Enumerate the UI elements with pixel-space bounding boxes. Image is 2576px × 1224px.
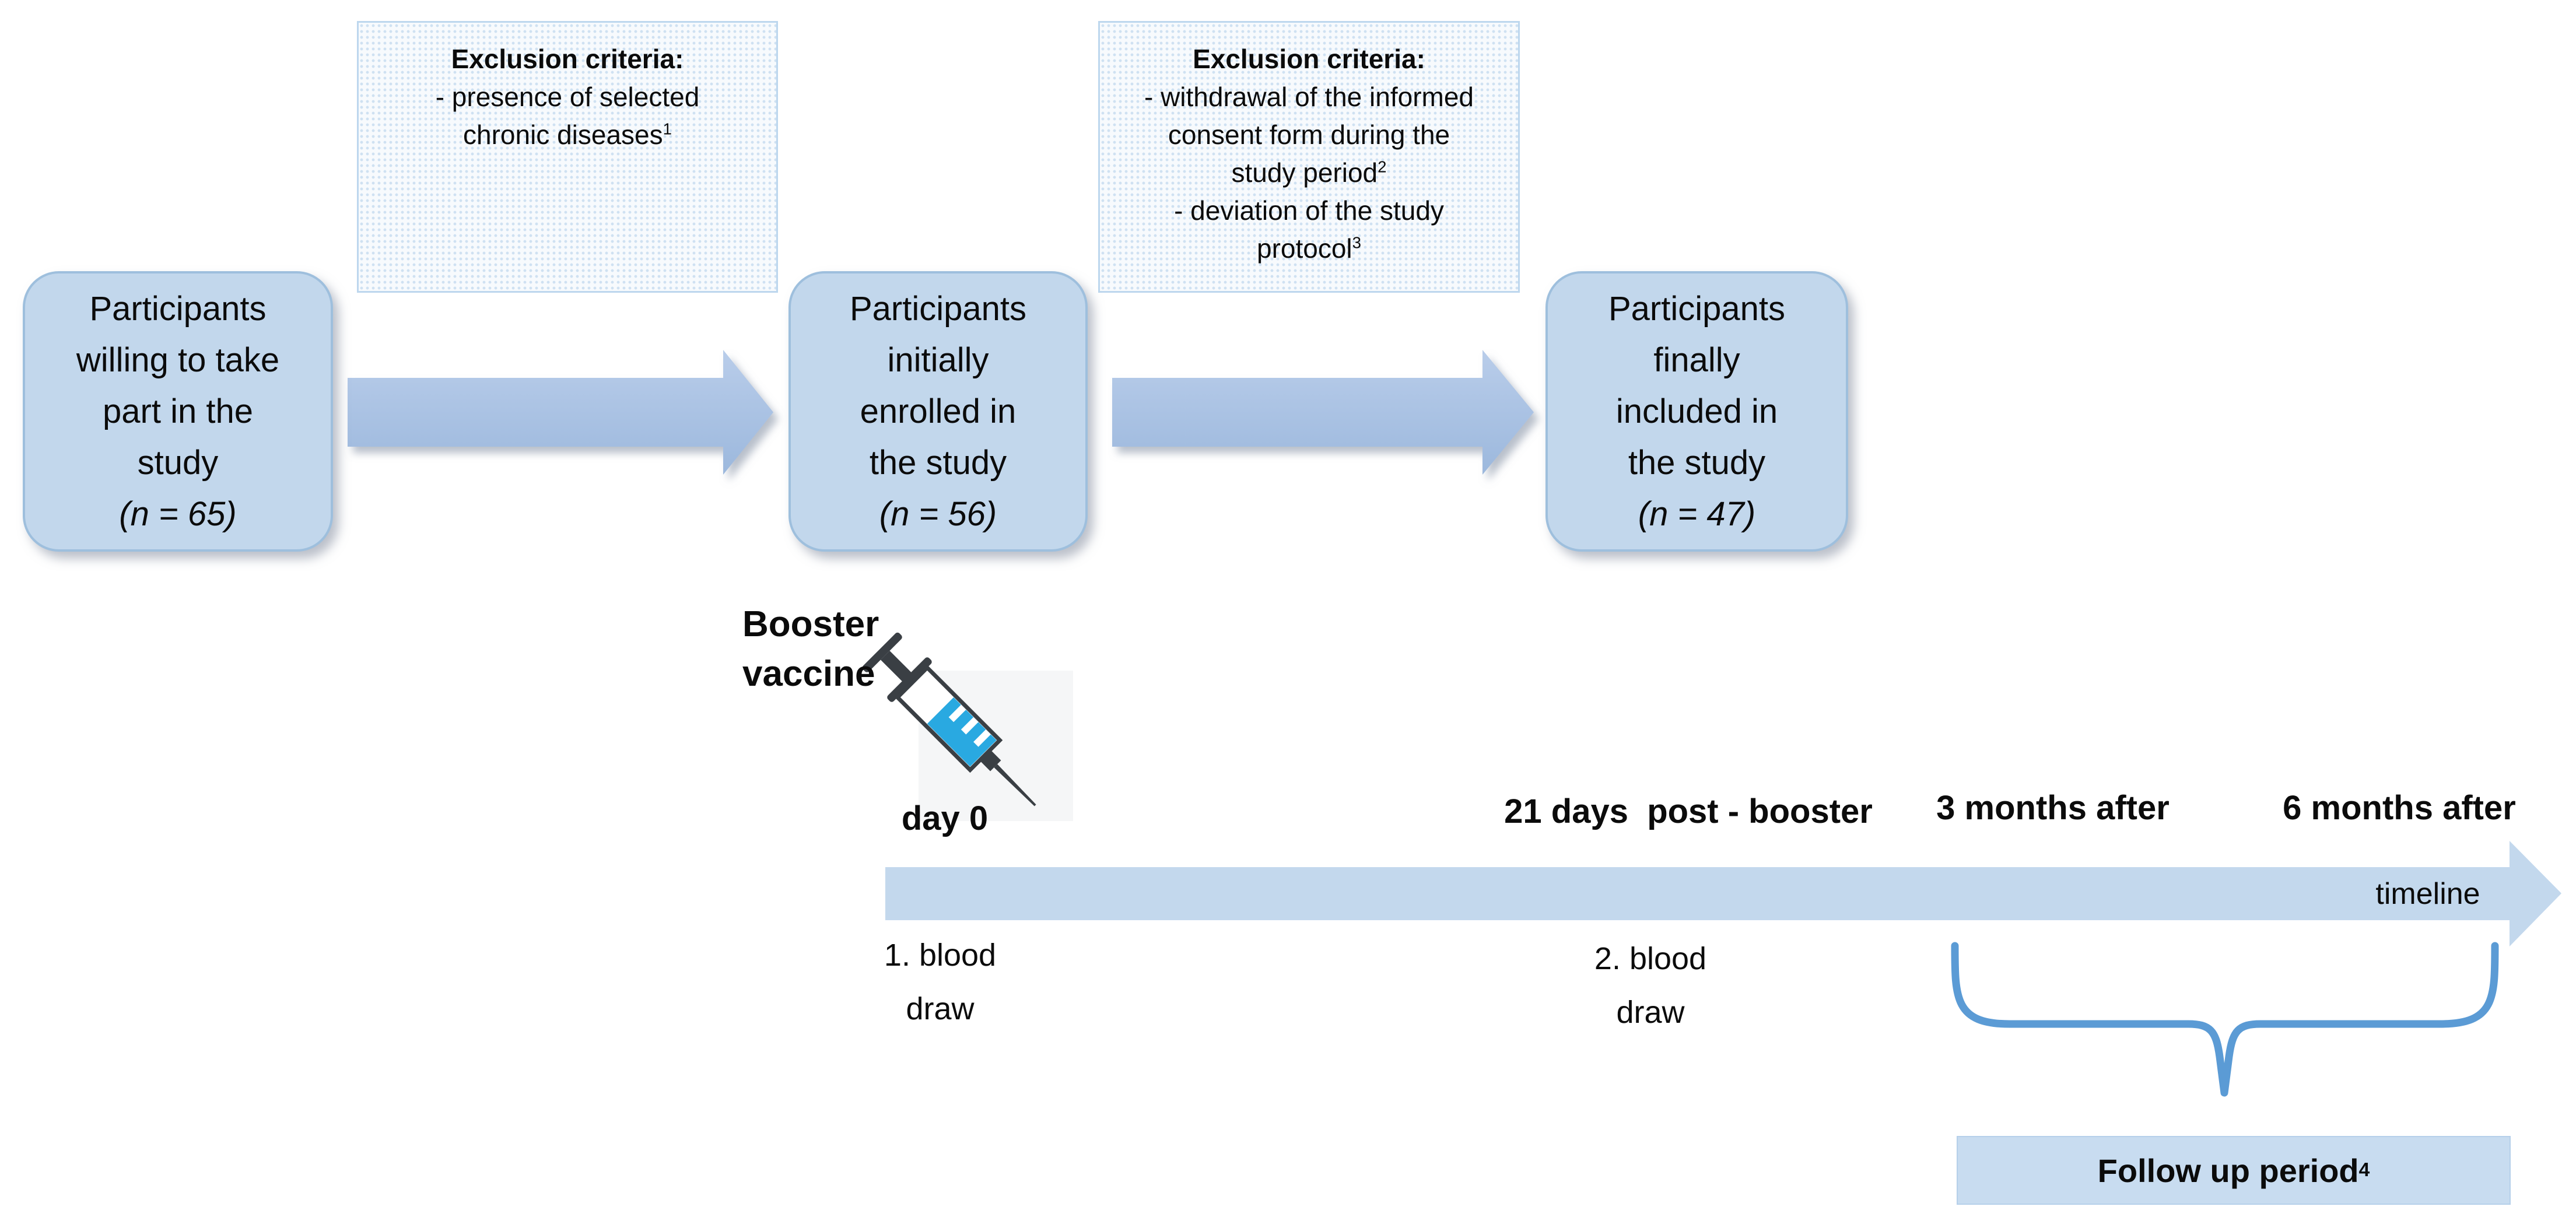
exclusion-criteria-box-1: Exclusion criteria: - presence of select… bbox=[357, 21, 778, 293]
exclusion-item: study period2 bbox=[1231, 157, 1387, 188]
flow-arrow-icon-2 bbox=[1112, 350, 1534, 475]
exclusion-item: - deviation of the study bbox=[1174, 195, 1444, 226]
booster-vaccine-label: Booster vaccine bbox=[742, 604, 879, 694]
milestone-6-months: 6 months after bbox=[2283, 789, 2516, 827]
exclusion-criteria-box-2: Exclusion criteria: - withdrawal of the … bbox=[1098, 21, 1520, 293]
event-blood-draw-1: 1. blood draw bbox=[884, 938, 997, 1026]
flow-box-text: finally bbox=[1653, 341, 1740, 379]
flow-box-text: Participants bbox=[849, 289, 1027, 328]
footnote-marker: 3 bbox=[1352, 233, 1361, 252]
flow-box-text: the study bbox=[869, 443, 1007, 482]
milestone-3-months: 3 months after bbox=[1936, 789, 2170, 827]
flow-box-text: study bbox=[137, 443, 219, 482]
flow-arrow-icon-1 bbox=[348, 350, 773, 475]
flow-box-text: included in bbox=[1615, 392, 1778, 430]
flow-box-text: Participants bbox=[89, 289, 267, 328]
flow-box-text: part in the bbox=[103, 392, 253, 430]
flow-box-n-count: (n = 65) bbox=[119, 494, 237, 533]
flow-box-text: enrolled in bbox=[860, 392, 1017, 430]
followup-period-label: Follow up period bbox=[2097, 1152, 2359, 1189]
milestone-day0: day 0 bbox=[901, 799, 989, 837]
exclusion-item: - withdrawal of the informed bbox=[1144, 82, 1474, 112]
flow-box-text: the study bbox=[1628, 443, 1766, 482]
exclusion-item: consent form during the bbox=[1168, 120, 1450, 150]
event-blood-draw-2: 2. blood draw bbox=[1594, 941, 1707, 1030]
flow-box-text: Participants bbox=[1608, 289, 1786, 328]
exclusion-item: - presence of selected bbox=[435, 82, 700, 112]
footnote-marker: 1 bbox=[663, 120, 672, 138]
flow-box-text: willing to take bbox=[76, 341, 280, 379]
timeline-axis-label: timeline bbox=[2375, 877, 2480, 911]
syringe-icon bbox=[862, 632, 1036, 806]
flow-box-willing: Participants willing to take part in the… bbox=[23, 271, 333, 552]
exclusion-item: protocol3 bbox=[1256, 233, 1361, 264]
timeline-arrow-icon bbox=[885, 841, 2561, 946]
flow-box-included: Participants finally included in the stu… bbox=[1545, 271, 1848, 552]
flow-box-n-count: (n = 56) bbox=[879, 494, 997, 533]
exclusion-heading: Exclusion criteria: bbox=[451, 44, 684, 74]
flow-box-enrolled: Participants initially enrolled in the s… bbox=[788, 271, 1088, 552]
exclusion-heading: Exclusion criteria: bbox=[1193, 44, 1425, 74]
flow-box-n-count: (n = 47) bbox=[1638, 494, 1756, 533]
footnote-marker: 2 bbox=[1378, 157, 1387, 176]
exclusion-item: chronic diseases1 bbox=[463, 120, 672, 150]
flow-box-text: initially bbox=[887, 341, 989, 379]
milestone-21-days: 21 days post - booster bbox=[1504, 792, 1873, 830]
followup-bracket-icon bbox=[1951, 942, 2499, 1097]
